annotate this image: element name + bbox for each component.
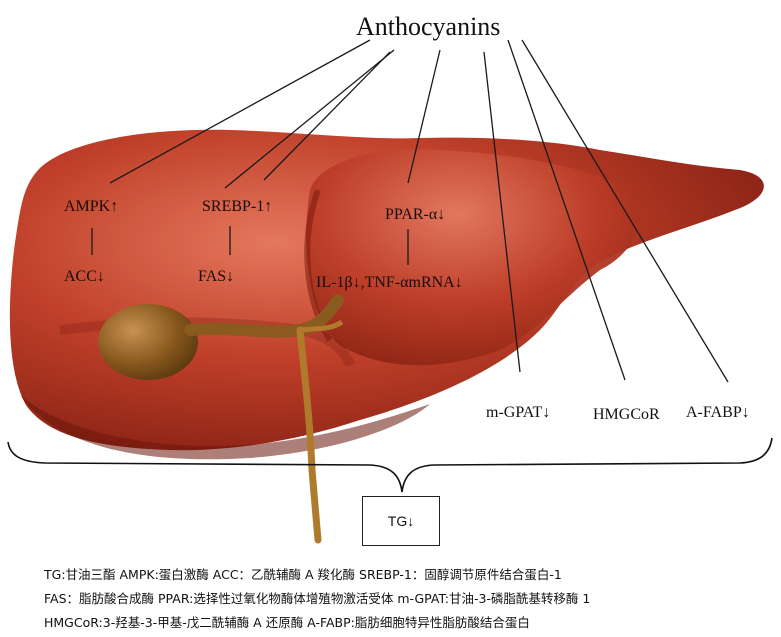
label-ampk: AMPK↑ [64,198,118,216]
label-afabp: A-FABP↓ [686,404,750,422]
label-fas: FAS↓ [198,268,234,286]
gallbladder [98,304,198,380]
legend-line-3: HMGCoR:3-羟基-3-甲基-戊二酰辅酶 A 还原酶 A-FABP:脂肪细胞… [44,614,781,632]
label-ppar: PPAR-α↓ [385,206,445,224]
legend-line-1: TG:甘油三酯 AMPK:蛋白激酶 ACC：乙酰辅酶 A 羧化酶 SREBP-1… [44,566,781,584]
label-mgpat: m-GPAT↓ [486,404,550,422]
liver-left-lobe [306,149,640,365]
label-hmgcor: HMGCoR [593,406,660,424]
tg-label: TG↓ [388,513,414,529]
label-acc: ACC↓ [64,268,105,286]
legend-line-2: FAS：脂肪酸合成酶 PPAR:选择性过氧化物酶体增殖物激活受体 m-GPAT:… [44,590,781,608]
diagram-title: Anthocyanins [356,12,500,42]
label-srebp: SREBP-1↑ [202,198,272,216]
tg-box: TG↓ [362,496,440,546]
label-il: IL-1β↓,TNF-αmRNA↓ [316,274,463,292]
